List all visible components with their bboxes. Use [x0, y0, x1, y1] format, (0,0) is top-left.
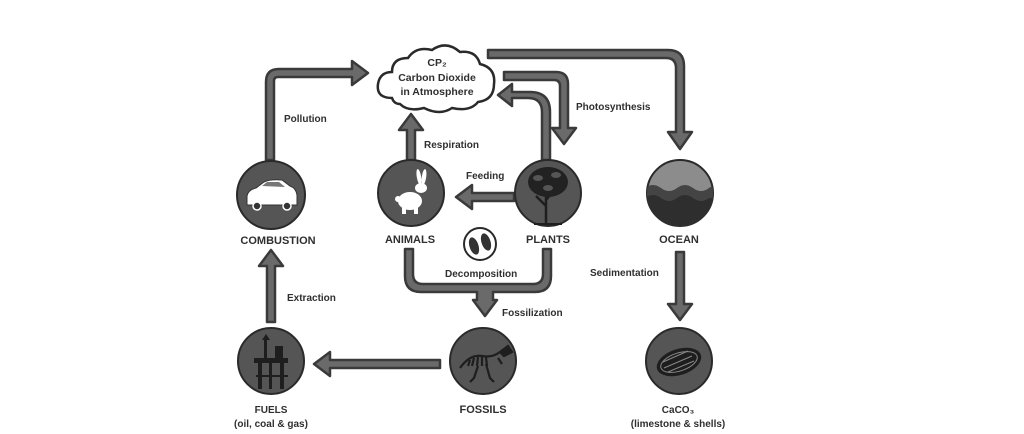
ocean-node: OCEAN [646, 159, 714, 246]
car-icon [246, 179, 298, 211]
dinosaur-skeleton-icon [459, 344, 514, 383]
photosynthesis-label: Photosynthesis [576, 102, 651, 113]
co2-cloud-node: CP₂ Carbon Dioxide in Atmosphere [376, 44, 496, 114]
fuels-subtitle: (oil, coal & gas) [234, 419, 308, 430]
ocean-label: OCEAN [659, 234, 699, 246]
cloud-icon [376, 44, 496, 114]
waves-icon [647, 185, 713, 226]
cloud-line-1: Carbon Dioxide [398, 72, 476, 84]
fossils-label: FOSSILS [459, 404, 506, 416]
extraction-arrow [257, 248, 285, 324]
plants-node: PLANTS [514, 159, 582, 246]
caco3-title: CaCO₃ [662, 405, 695, 416]
feeding-label: Feeding [466, 171, 504, 182]
feeding-arrow [454, 183, 516, 211]
cloud-line-2: in Atmosphere [400, 86, 473, 98]
animals-label: ANIMALS [385, 234, 435, 246]
oil-rig-icon [254, 334, 288, 389]
fuels-title: FUELS [255, 405, 288, 416]
decomposition-label: Decomposition [445, 269, 517, 280]
respiration-label: Respiration [424, 140, 479, 151]
animals-node: ANIMALS [377, 159, 445, 246]
decomposition-arrow [403, 247, 553, 318]
combustion-node: COMBUSTION [236, 160, 316, 247]
fossilization-label: Fossilization [502, 308, 563, 319]
respiration-arrow [397, 112, 425, 162]
photosynthesis-arrow [502, 70, 578, 146]
fossils-node: FOSSILS [449, 327, 517, 416]
fuels-node: FUELS (oil, coal & gas) [234, 327, 308, 430]
caco3-subtitle: (limestone & shells) [631, 419, 725, 430]
combustion-label: COMBUSTION [240, 235, 315, 247]
sedimentation-label: Sedimentation [590, 268, 659, 279]
fossils-to-fuels-arrow [312, 350, 442, 378]
rabbit-icon [395, 169, 427, 214]
plants-label: PLANTS [526, 234, 570, 246]
caco3-node: CaCO₃ (limestone & shells) [631, 327, 725, 430]
plants-to-cloud-arrow [496, 82, 552, 162]
sedimentation-arrow [666, 250, 694, 322]
trilobite-shell-icon [656, 347, 702, 377]
cloud-to-ocean-arrow [486, 48, 694, 151]
extraction-label: Extraction [287, 293, 336, 304]
pollution-label: Pollution [284, 114, 327, 125]
cloud-formula: CP₂ [427, 57, 447, 69]
pollution-arrow [264, 59, 370, 162]
decomposition-icon [463, 227, 497, 261]
tree-icon [528, 167, 568, 225]
